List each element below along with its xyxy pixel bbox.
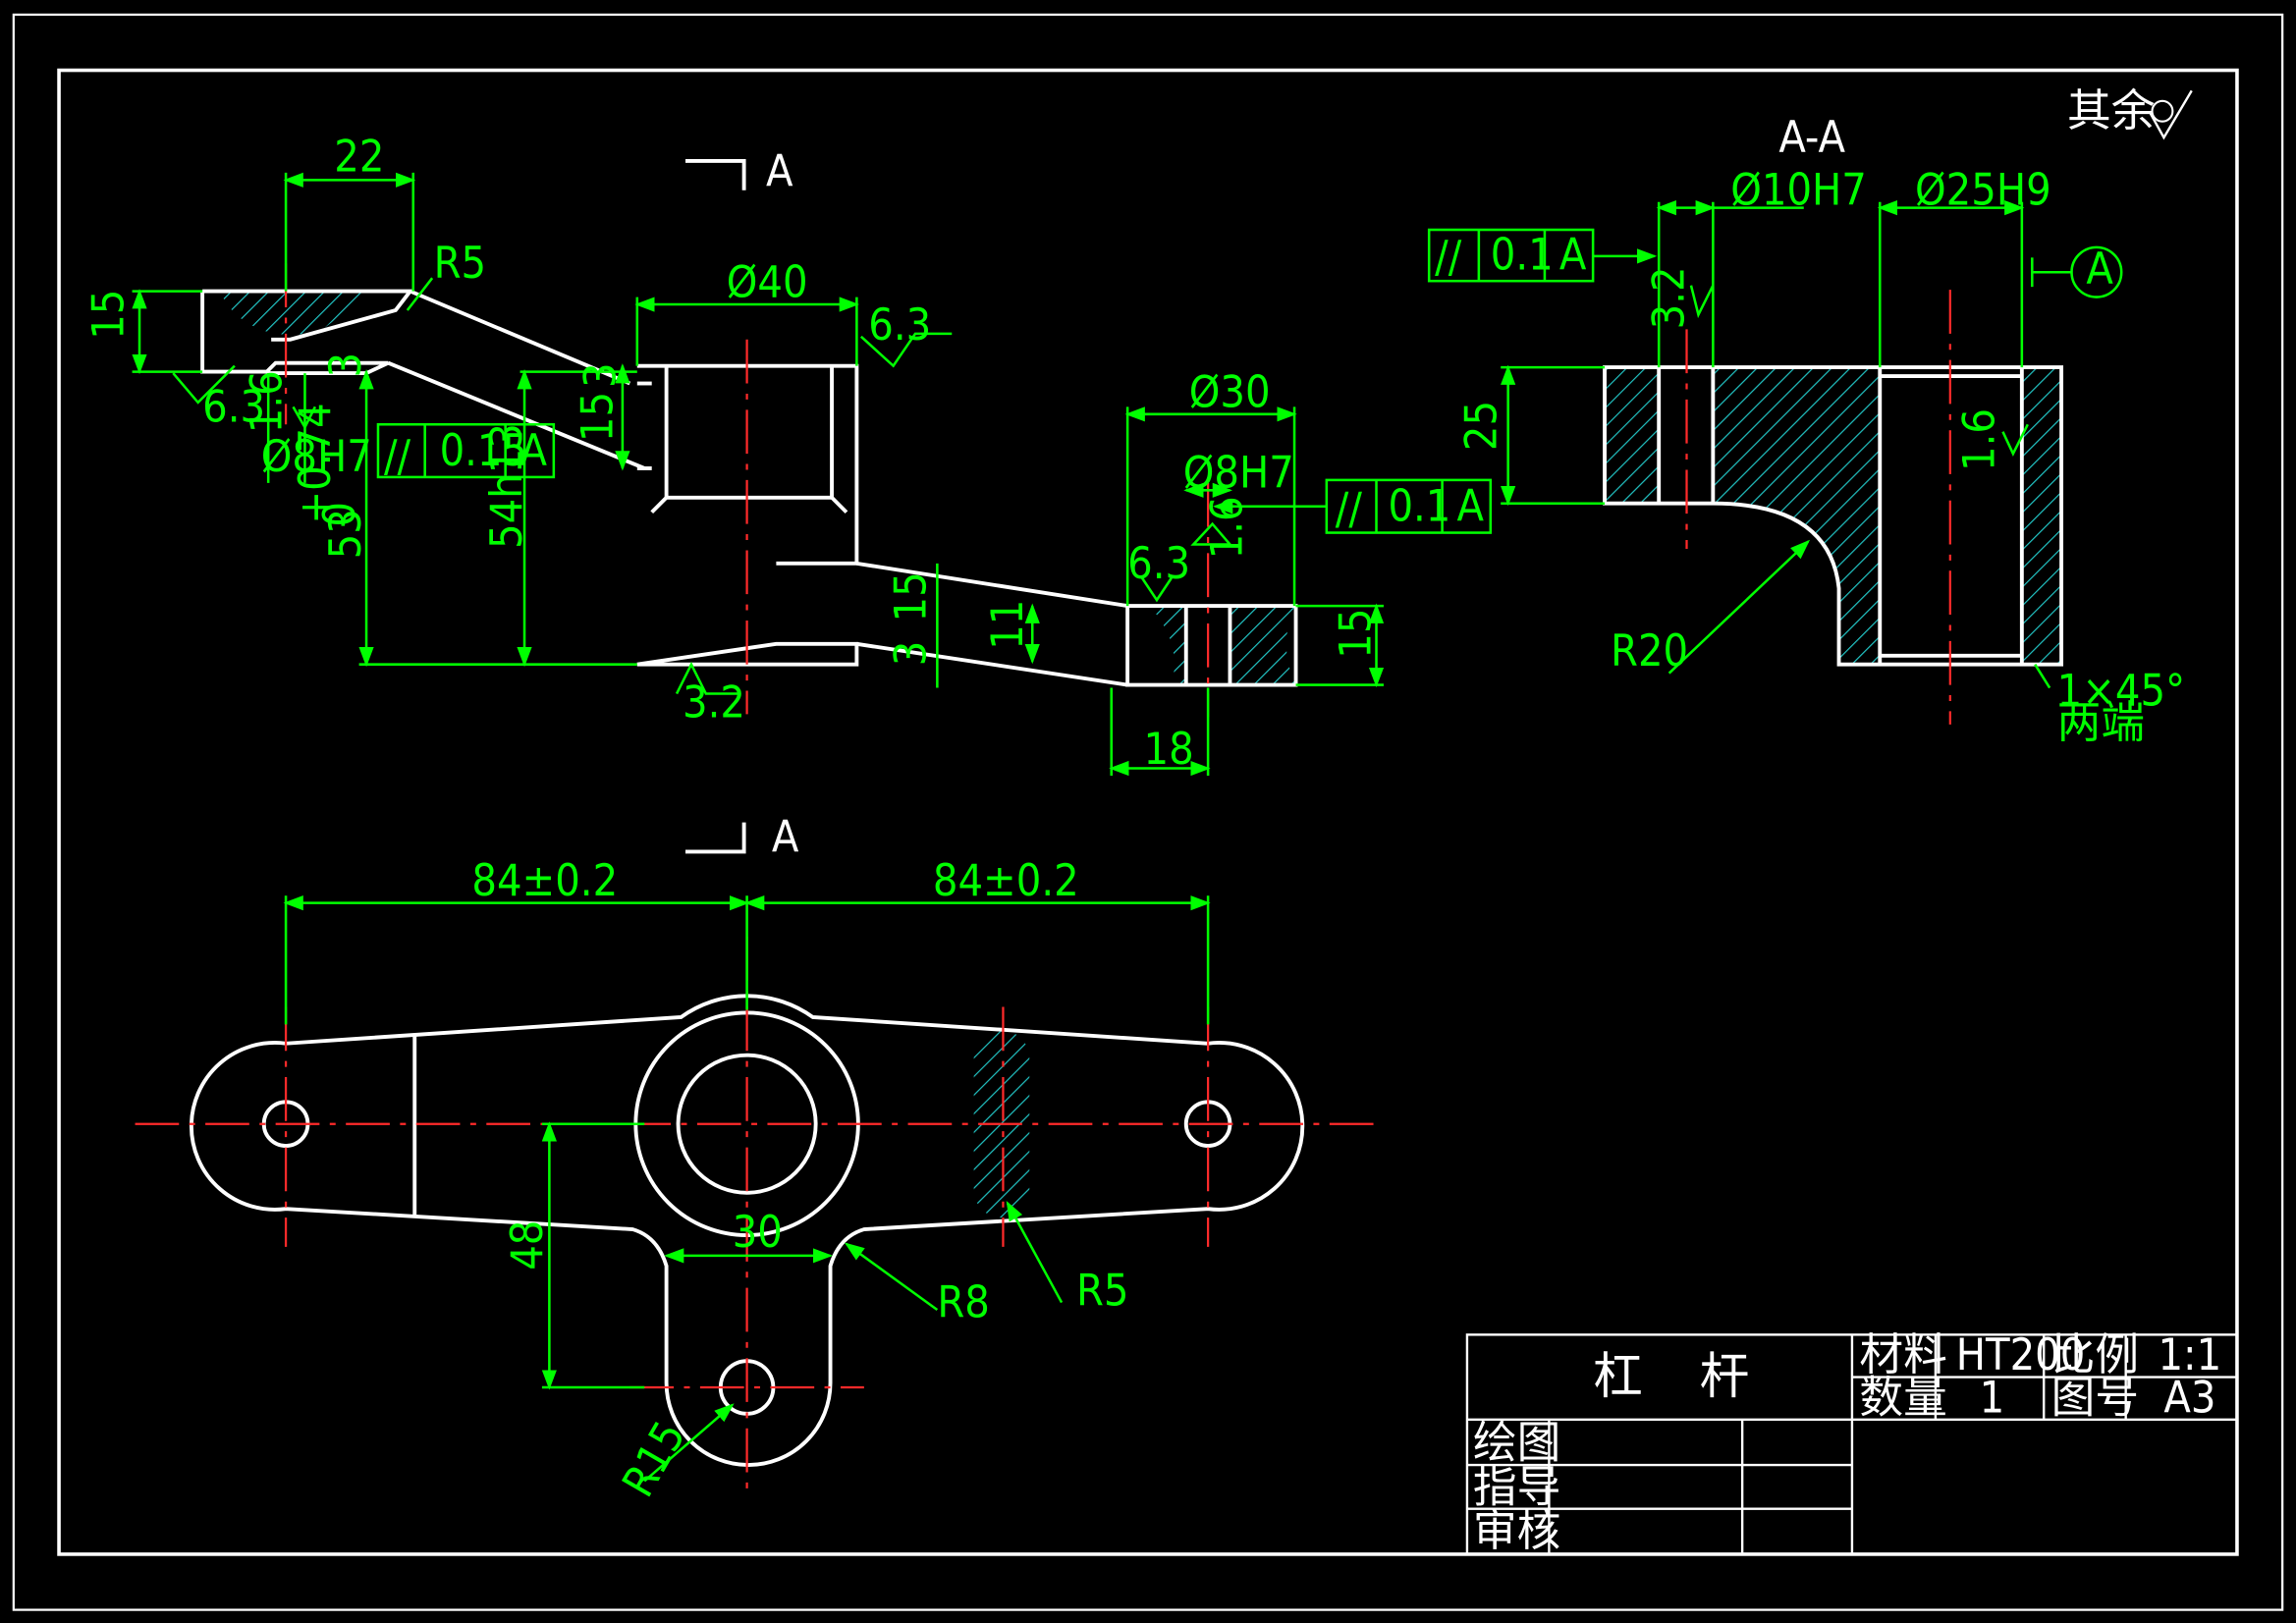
hub-bore-circle: [676, 1053, 818, 1195]
remaining-roughness-label: 其余: [2067, 84, 2155, 136]
top-view: [135, 895, 1384, 1490]
dim-15-boss-label: 15: [571, 392, 623, 442]
left-arm-top-edge: [410, 289, 631, 386]
dia-25h9-label: Ø25H9: [1915, 164, 2051, 216]
drawing-no-label: 图号: [2051, 1371, 2139, 1423]
rough-32-section-label: 3.2: [1643, 266, 1695, 329]
fcf-right-value: 0.1: [1388, 480, 1450, 532]
rough-16-left-label: 1.6: [241, 370, 293, 433]
fcf-right-datum: A: [1457, 480, 1485, 532]
section-marker-bottom: A: [772, 810, 799, 862]
section-marker-top: A: [766, 144, 793, 196]
roughness-mark-top: [860, 332, 953, 368]
roughness-mark-left-b: [292, 406, 317, 430]
hub-chamfer-r: [830, 496, 848, 514]
r20-label: R20: [1611, 624, 1688, 676]
rough-32-bottom-label: 3.2: [683, 676, 745, 728]
drawn-label: 绘图: [1473, 1417, 1560, 1469]
roughness-mark-left: [172, 364, 236, 405]
quantity-label: 数量: [1859, 1371, 1946, 1423]
quantity-value: 1: [1980, 1371, 2005, 1423]
fcf-left: [376, 422, 556, 479]
datum-a-label: A: [2086, 243, 2113, 295]
hub-chamfer-l: [650, 496, 668, 514]
r5-label: R5: [434, 237, 487, 289]
front-view: [132, 159, 1493, 854]
scale-value: 1:1: [2158, 1328, 2221, 1380]
dim-15-left-label: 15: [82, 290, 135, 340]
roughness-mark-right-b: [1190, 521, 1233, 546]
dim-15-right-label: 15: [1330, 609, 1382, 659]
r8-label: R8: [937, 1275, 990, 1327]
section-title: A-A: [1778, 111, 1845, 163]
material-label: 材料: [1859, 1328, 1946, 1380]
roughness-mark-bottom: [675, 661, 740, 695]
rough-63-top-label: 6.3: [868, 298, 931, 351]
front-left-hatch: [220, 291, 374, 335]
dia-10h7-label: Ø10H7: [1730, 164, 1867, 216]
scale-label: 比例: [2051, 1328, 2139, 1380]
section-fcf-datum: A: [1559, 228, 1587, 280]
rough-16-section-label: 1.6: [1953, 408, 2005, 471]
section-outline: [1603, 365, 2064, 667]
guided-label: 指导: [1473, 1460, 1560, 1512]
lever-outline: [189, 994, 1305, 1467]
title-block: [1465, 1333, 2239, 1556]
material-value: HT200: [1956, 1328, 2086, 1380]
remaining-roughness-symbol: [2148, 89, 2193, 140]
section-arrow-bottom: [684, 822, 746, 854]
right-arm-bottom-edge: [856, 641, 1128, 687]
tol-lower-label: 0: [313, 502, 365, 527]
section-fcf-symbol: //: [1435, 231, 1462, 283]
rough-63-right-label: 6.3: [1127, 537, 1190, 589]
front-right-hatch-a: [1149, 606, 1186, 685]
hole-8h7-right-label: Ø8H7: [1183, 446, 1294, 498]
section-view: [1427, 89, 2193, 725]
chamfer-label: 1×45°: [2057, 664, 2186, 716]
dim-84-right-label: 84±0.2: [933, 854, 1079, 906]
dia-40-label: Ø40: [727, 256, 808, 308]
front-right-hatch-b: [1230, 606, 1296, 685]
fcf-left-datum: A: [520, 424, 548, 476]
right-lug-outline: [1125, 604, 1298, 687]
dim-54h13-label: 54h13: [480, 423, 532, 549]
dia-30-label: Ø30: [1189, 365, 1271, 417]
section-arrow-top: [684, 159, 746, 190]
dim-22-label: 22: [334, 130, 384, 182]
r15-label: R15: [612, 1412, 695, 1505]
r5-top-label: R5: [1076, 1265, 1129, 1317]
fcf-right-symbol: //: [1336, 483, 1363, 535]
dim-3-left-label: 3: [319, 352, 371, 378]
dim-53-label: 53: [319, 509, 371, 559]
right-arm-top-edge: [856, 561, 1128, 608]
tol-upper-label: +0.74: [289, 403, 341, 523]
review-label: 审核: [1473, 1504, 1560, 1556]
rough-16-right-label: 1.6: [1200, 496, 1252, 559]
dim-48-label: 48: [501, 1220, 553, 1271]
roughness-mark-right: [1140, 577, 1173, 603]
dim-3-arm-label: 3: [884, 641, 936, 667]
dim-84-left-label: 84±0.2: [471, 854, 618, 906]
part-name: 杠 杆: [1593, 1347, 1749, 1405]
hole-8h7-left-label: Ø8H7: [261, 430, 372, 482]
fcf-left-value: 0.15: [440, 424, 528, 476]
fcf-right: [1213, 478, 1493, 534]
left-arm-bottom-edge: [387, 360, 645, 470]
chamfer-note-label: 两端: [2057, 696, 2145, 748]
outer-frame: [12, 13, 2284, 1611]
section-fcf-value: 0.1: [1491, 228, 1554, 280]
drawing-no-value: A3: [2163, 1371, 2215, 1423]
dim-30-top-label: 30: [733, 1206, 783, 1258]
dim-3-boss-label: 3: [574, 362, 626, 388]
dim-18-label: 18: [1144, 723, 1194, 775]
rough-63-left-label: 6.3: [202, 380, 265, 432]
dim-11-label: 11: [981, 600, 1033, 650]
dim-25-label: 25: [1455, 401, 1507, 451]
dim-15-arm-label: 15: [884, 571, 936, 622]
leader-r5: [406, 277, 434, 311]
fcf-left-symbol: //: [384, 430, 411, 482]
inner-frame: [57, 68, 2239, 1556]
